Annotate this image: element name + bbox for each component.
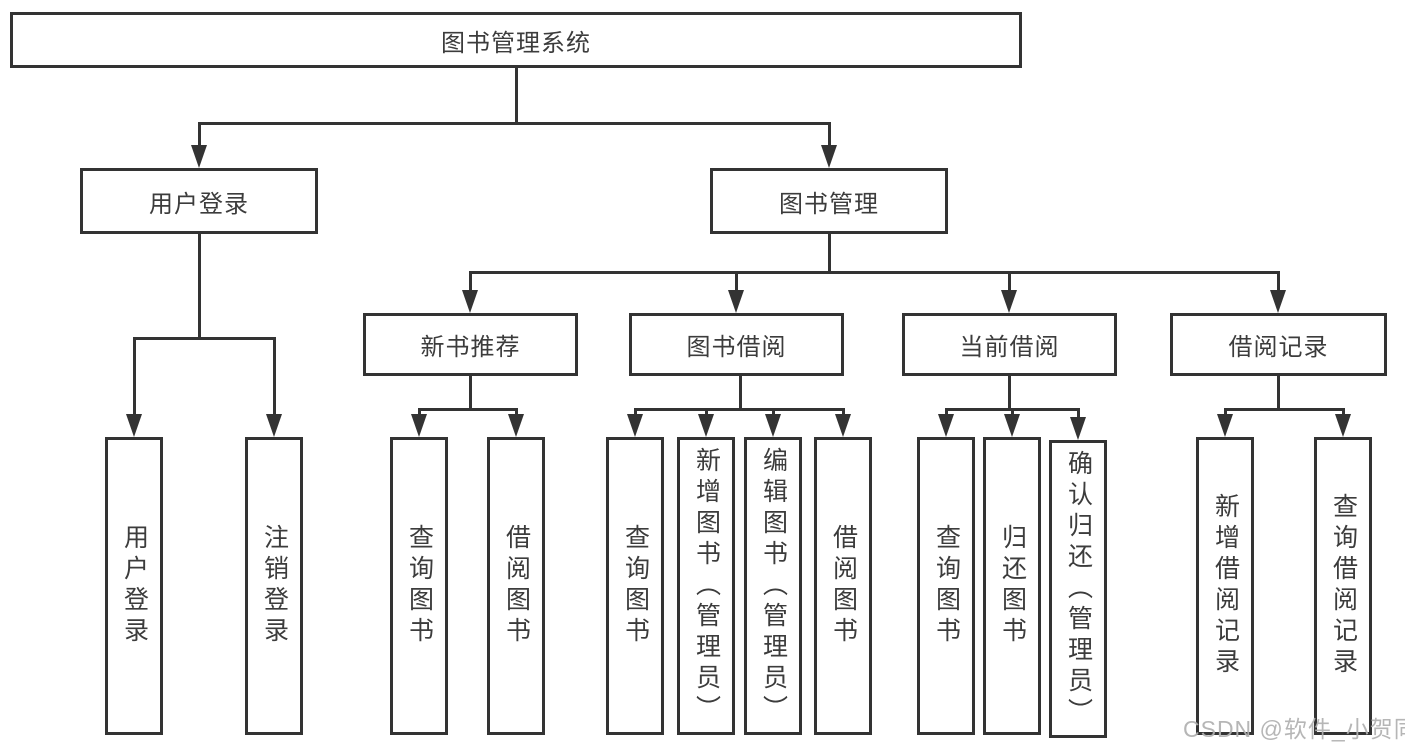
arrow-down-icon	[1270, 290, 1286, 313]
leaf-query-books-current: 查询图书	[917, 437, 975, 735]
connector-vline	[1077, 408, 1080, 425]
leaf-label: 借阅图书	[502, 524, 531, 648]
leaf-add-borrow-record: 新增借阅记录	[1196, 437, 1254, 735]
arrow-down-icon	[508, 414, 524, 437]
connector-hline	[418, 408, 518, 411]
arrow-down-icon	[1217, 414, 1233, 437]
leaf-label: 用户登录	[120, 524, 149, 648]
arrow-down-icon	[266, 414, 282, 437]
connector-vline	[273, 337, 276, 419]
arrow-down-icon	[1335, 414, 1351, 437]
connector-vline	[198, 122, 201, 148]
leaf-label: 新增借阅记录	[1211, 493, 1240, 679]
arrow-down-icon	[411, 414, 427, 437]
connector-vline	[198, 234, 201, 339]
arrow-down-icon	[1001, 290, 1017, 313]
leaf-label: 查询图书	[932, 524, 961, 648]
leaf-label: 查询图书	[405, 524, 434, 648]
connector-hline	[1224, 408, 1345, 411]
leaf-label: 注销登录	[260, 524, 289, 648]
node-current-borrowing: 当前借阅	[902, 313, 1117, 376]
arrow-down-icon	[765, 414, 781, 437]
leaf-label: 查询图书	[621, 524, 650, 648]
connector-vline	[739, 376, 742, 410]
connector-vline	[1277, 376, 1280, 410]
leaf-query-borrow-record: 查询借阅记录	[1314, 437, 1372, 735]
connector-vline	[1277, 271, 1280, 293]
connector-vline	[133, 337, 136, 419]
node-book-management: 图书管理	[710, 168, 948, 234]
node-root-system: 图书管理系统	[10, 12, 1022, 68]
arrow-down-icon	[728, 290, 744, 313]
leaf-user-login: 用户登录	[105, 437, 163, 735]
connector-vline	[469, 376, 472, 410]
leaf-confirm-return-admin: 确认归还（管理员）	[1049, 440, 1107, 738]
leaf-edit-books-admin: 编辑图书（管理员）	[744, 437, 802, 735]
connector-hline	[198, 122, 831, 125]
arrow-down-icon	[1004, 414, 1020, 437]
connector-vline	[735, 271, 738, 293]
arrow-down-icon	[1070, 417, 1086, 440]
csdn-watermark: CSDN @软件_小贺同学	[1183, 716, 1405, 742]
connector-vline	[1008, 376, 1011, 410]
connector-hline	[634, 408, 845, 411]
leaf-label: 新增图书（管理员）	[692, 446, 721, 726]
leaf-label: 归还图书	[998, 524, 1027, 648]
leaf-label: 查询借阅记录	[1329, 493, 1358, 679]
leaf-label: 确认归还（管理员）	[1064, 449, 1093, 729]
arrow-down-icon	[462, 290, 478, 313]
leaf-borrow-books-recommend: 借阅图书	[487, 437, 545, 735]
leaf-borrow-books: 借阅图书	[814, 437, 872, 735]
leaf-logout: 注销登录	[245, 437, 303, 735]
connector-hline	[133, 337, 276, 340]
leaf-query-books-recommend: 查询图书	[390, 437, 448, 735]
arrow-down-icon	[126, 414, 142, 437]
leaf-query-books-borrowing: 查询图书	[606, 437, 664, 735]
arrow-down-icon	[835, 414, 851, 437]
leaf-label: 借阅图书	[829, 524, 858, 648]
arrow-down-icon	[191, 145, 207, 168]
connector-vline	[828, 232, 831, 273]
node-user-login: 用户登录	[80, 168, 318, 234]
leaf-label: 编辑图书（管理员）	[759, 446, 788, 726]
connector-vline	[469, 271, 472, 293]
arrow-down-icon	[821, 145, 837, 168]
connector-hline	[469, 271, 1280, 274]
node-new-book-recommend: 新书推荐	[363, 313, 578, 376]
node-borrowing-records: 借阅记录	[1170, 313, 1387, 376]
arrow-down-icon	[938, 414, 954, 437]
connector-vline	[828, 122, 831, 148]
connector-vline	[515, 68, 518, 125]
arrow-down-icon	[698, 414, 714, 437]
leaf-return-books: 归还图书	[983, 437, 1041, 735]
arrow-down-icon	[627, 414, 643, 437]
node-book-borrowing: 图书借阅	[629, 313, 844, 376]
leaf-add-books-admin: 新增图书（管理员）	[677, 437, 735, 735]
connector-vline	[1008, 271, 1011, 293]
